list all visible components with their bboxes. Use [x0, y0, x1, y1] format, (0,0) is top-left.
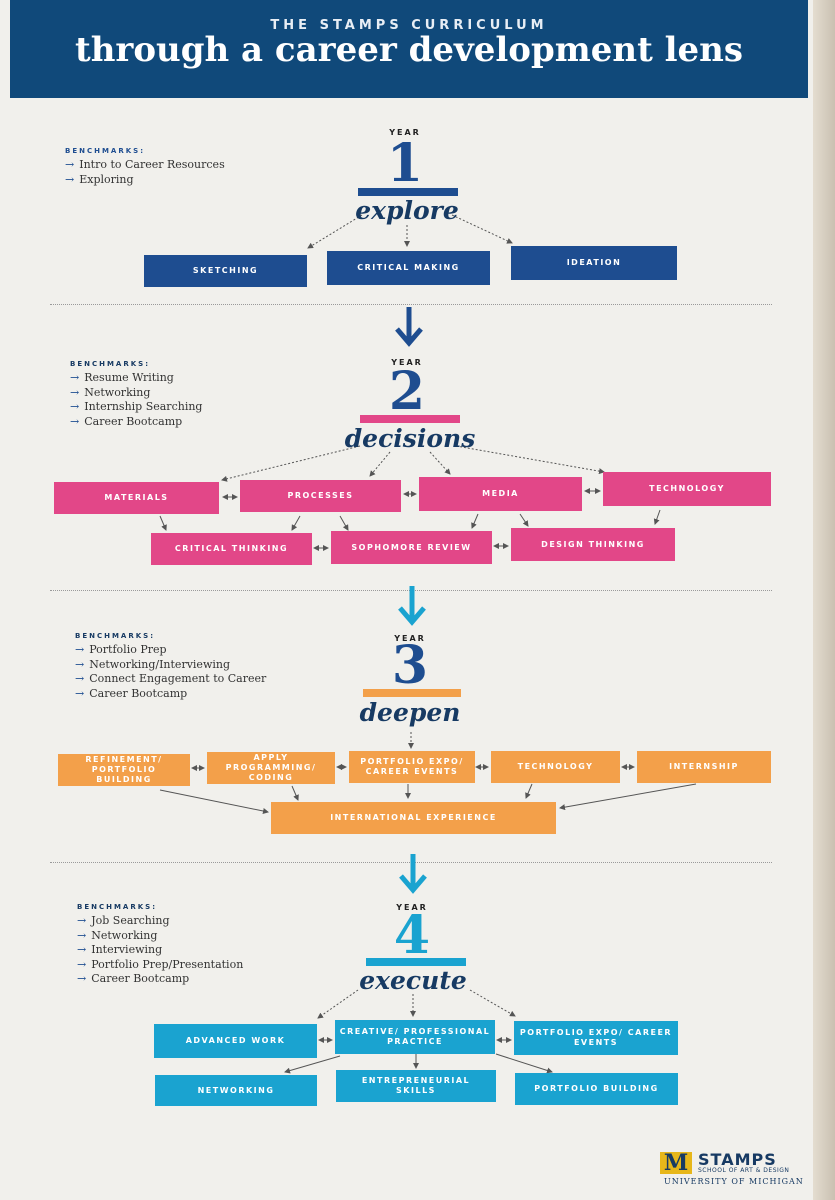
arrow-right-icon: →: [65, 172, 75, 186]
benchmark-item: →Networking: [70, 385, 151, 399]
arrow-right-icon: →: [70, 371, 80, 384]
box-design-thinking: DESIGN THINKING: [511, 528, 675, 561]
benchmark-item: →Job Searching: [77, 914, 170, 927]
box-materials: MATERIALS: [54, 482, 219, 514]
box-advanced-work: ADVANCED WORK: [154, 1024, 317, 1058]
benchmark-item: →Career Bootcamp: [77, 972, 190, 985]
arrow-right-icon: →: [77, 914, 87, 927]
benchmark-item: →Resume Writing: [70, 371, 174, 384]
year2-bar: [360, 415, 460, 423]
box-technology: TECHNOLOGY: [491, 751, 620, 783]
benchmark-item: →Career Bootcamp: [70, 414, 183, 428]
year4-word: execute: [359, 966, 467, 995]
arrow-right-icon: →: [65, 158, 75, 171]
year2-connectors: [159, 445, 661, 551]
box-portfolio-expo-career-events: PORTFOLIO EXPO/ CAREER EVENTS: [514, 1021, 678, 1055]
benchmark-item: →Networking: [77, 928, 158, 942]
year4-bar: [366, 958, 466, 966]
benchmarks-heading: BENCHMARKS:: [70, 360, 151, 368]
year1-label: YEAR: [389, 128, 421, 137]
year1-connectors: [307, 214, 513, 249]
logo-university: UNIVERSITY OF MICHIGAN: [664, 1177, 804, 1186]
arrow-right-icon: →: [77, 972, 87, 985]
arrow-right-icon: →: [70, 400, 80, 413]
year4-number: 4: [393, 905, 431, 966]
box-refinement-portfolio-building: REFINEMENT/ PORTFOLIO BUILDING: [58, 754, 190, 786]
year3-benchmarks: BENCHMARKS: →Portfolio Prep →Networking/…: [75, 632, 266, 701]
year3-connectors: [159, 732, 697, 814]
box-apply-programming-coding: APPLY PROGRAMMING/ CODING: [207, 752, 335, 784]
year4-connectors: [284, 989, 553, 1074]
box-sophomore-review: SOPHOMORE REVIEW: [331, 531, 492, 564]
header-title: through a career development lens: [74, 30, 744, 70]
benchmarks-heading: BENCHMARKS:: [75, 632, 156, 640]
benchmark-item: →Intro to Career Resources: [65, 158, 225, 171]
arrow-right-icon: →: [75, 686, 85, 700]
benchmark-item: →Portfolio Prep/Presentation: [77, 957, 244, 971]
arrow-right-icon: →: [77, 928, 87, 942]
box-critical-thinking: CRITICAL THINKING: [151, 533, 312, 565]
box-entrepreneurial-skills: ENTREPRENEURIAL SKILLS: [336, 1070, 496, 1102]
year3-word: deepen: [359, 698, 461, 727]
year2-label: YEAR: [391, 358, 423, 367]
year3-number: 3: [391, 635, 429, 696]
poster-header: THE STAMPS CURRICULUM through a career d…: [10, 0, 808, 98]
box-creative-professional-practice: CREATIVE/ PROFESSIONAL PRACTICE: [335, 1020, 495, 1054]
down-arrow-icon: [395, 307, 423, 347]
arrow-right-icon: →: [77, 943, 87, 956]
arrow-right-icon: →: [75, 657, 85, 671]
benchmark-item: →Connect Engagement to Career: [75, 672, 267, 685]
header-eyebrow: THE STAMPS CURRICULUM: [270, 18, 548, 33]
year2-word: decisions: [344, 424, 476, 453]
box-media: MEDIA: [419, 477, 582, 511]
box-internship: INTERNSHIP: [637, 751, 771, 783]
year2-number: 2: [388, 361, 426, 422]
down-arrow-icon: [398, 586, 426, 626]
box-ideation: IDEATION: [511, 246, 677, 280]
box-networking: NETWORKING: [155, 1075, 317, 1106]
arrow-right-icon: →: [75, 672, 85, 685]
benchmark-item: →Career Bootcamp: [75, 686, 188, 700]
wall-edge: [813, 0, 835, 1200]
box-portfolio-building: PORTFOLIO BUILDING: [515, 1073, 678, 1105]
benchmark-item: →Portfolio Prep: [75, 643, 167, 656]
section-divider: [50, 304, 772, 305]
box-international-experience: INTERNATIONAL EXPERIENCE: [271, 802, 556, 834]
arrow-right-icon: →: [70, 385, 80, 399]
year1-benchmarks: BENCHMARKS: →Intro to Career Resources →…: [65, 147, 225, 187]
benchmark-item: →Exploring: [65, 172, 134, 186]
year1-word: explore: [355, 196, 459, 225]
year4-label: YEAR: [396, 903, 428, 912]
box-critical-making: CRITICAL MAKING: [327, 251, 490, 285]
stamps-logo: M STAMPS SCHOOL OF ART & DESIGN UNIVERSI…: [660, 1150, 810, 1190]
block-m-logo-icon: M: [660, 1152, 692, 1174]
benchmark-item: →Internship Searching: [70, 400, 203, 413]
year2-benchmarks: BENCHMARKS: →Resume Writing →Networking …: [70, 360, 202, 429]
year1-number: 1: [386, 133, 424, 194]
year4-benchmarks: BENCHMARKS: →Job Searching →Networking →…: [77, 903, 243, 987]
arrow-right-icon: →: [70, 414, 80, 428]
box-portfolio-expo-career-events: PORTFOLIO EXPO/ CAREER EVENTS: [349, 751, 475, 783]
box-processes: PROCESSES: [240, 480, 401, 512]
logo-name: STAMPS: [698, 1150, 777, 1169]
logo-subtitle: SCHOOL OF ART & DESIGN: [698, 1167, 790, 1174]
year3-label: YEAR: [394, 634, 426, 643]
down-arrow-icon: [399, 854, 427, 894]
benchmarks-heading: BENCHMARKS:: [77, 903, 158, 911]
box-sketching: SKETCHING: [144, 255, 307, 287]
arrow-right-icon: →: [77, 957, 87, 971]
benchmarks-heading: BENCHMARKS:: [65, 147, 146, 155]
year3-bar: [363, 689, 461, 697]
benchmark-item: →Networking/Interviewing: [75, 657, 231, 671]
benchmark-item: →Interviewing: [77, 943, 163, 956]
year1-bar: [358, 188, 458, 196]
arrow-right-icon: →: [75, 643, 85, 656]
box-technology: TECHNOLOGY: [603, 472, 771, 506]
